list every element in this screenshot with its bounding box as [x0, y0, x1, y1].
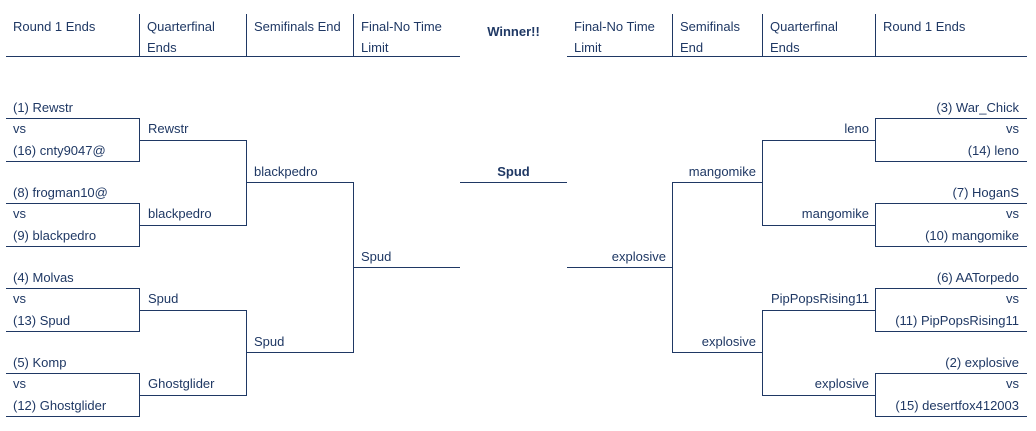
right-qf-1: leno: [844, 121, 869, 136]
bracket-line: [139, 225, 246, 226]
bracket-line: [139, 140, 246, 141]
bracket-line: [246, 182, 353, 183]
right-r1-m2-bottom: (10) mangomike: [925, 228, 1019, 243]
right-sf-1: mangomike: [688, 164, 756, 179]
right-final: explosive: [611, 249, 666, 264]
left-r1-m4-bottom: (12) Ghostglider: [13, 398, 107, 413]
bracket-line: [246, 310, 247, 396]
bracket-line: [875, 373, 876, 417]
bracket-line: [875, 161, 1027, 162]
bracket-line: [762, 140, 763, 226]
left-r1-m3-vs: vs: [13, 291, 26, 306]
bracket-line: [353, 267, 460, 268]
bracket-line: [762, 140, 875, 141]
header-winner: Winner!!: [487, 24, 540, 39]
left-qf-4: Ghostglider: [148, 376, 215, 391]
bracket-line: [139, 310, 246, 311]
right-r1-m2-top: (7) HoganS: [952, 185, 1019, 200]
left-r1-m1-bottom: (16) cnty9047@: [13, 143, 106, 158]
header-quarterfinal-right: Quarterfinal Ends: [762, 14, 875, 57]
header-quarterfinal-left: Quarterfinal Ends: [139, 14, 246, 57]
header-final-left: Final-No Time Limit: [353, 14, 460, 57]
left-r1-m4-top: (5) Komp: [13, 355, 67, 370]
bracket-line: [762, 395, 875, 396]
right-r1-m3-vs: vs: [1006, 291, 1019, 306]
header-semifinal-right: Semifinals End: [672, 14, 762, 57]
bracket-line: [246, 140, 247, 226]
header-round1-right: Round 1 Ends: [875, 14, 1027, 57]
right-r1-m4-vs: vs: [1006, 376, 1019, 391]
bracket-line: [875, 288, 1027, 289]
bracket-line: [875, 203, 876, 247]
bracket-line: [6, 203, 139, 204]
left-r1-m2-bottom: (9) blackpedro: [13, 228, 97, 243]
bracket-line: [246, 352, 353, 353]
header-round1-left: Round 1 Ends: [6, 14, 139, 57]
bracket-line: [875, 246, 1027, 247]
right-r1-m1-top: (3) War_Chick: [936, 100, 1019, 115]
left-sf-2: Spud: [254, 334, 285, 349]
right-r1-m2-vs: vs: [1006, 206, 1019, 221]
bracket-line: [6, 331, 139, 332]
header-final-right: Final-No Time Limit: [567, 14, 672, 57]
left-r1-m1-vs: vs: [13, 121, 26, 136]
right-qf-2: mangomike: [801, 206, 869, 221]
left-qf-2: blackpedro: [148, 206, 212, 221]
bracket-line: [762, 225, 875, 226]
bracket-line: [567, 267, 672, 268]
left-final: Spud: [361, 249, 392, 264]
bracket-line: [875, 118, 876, 162]
bracket-line: [460, 182, 567, 183]
right-r1-m1-vs: vs: [1006, 121, 1019, 136]
bracket-line: [672, 182, 762, 183]
left-r1-m3-bottom: (13) Spud: [13, 313, 71, 328]
winner-name: Spud: [497, 164, 530, 179]
right-r1-m3-top: (6) AATorpedo: [936, 270, 1019, 285]
right-r1-m4-bottom: (15) desertfox412003: [895, 398, 1019, 413]
bracket-line: [875, 288, 876, 332]
left-r1-m1-top: (1) Rewstr: [13, 100, 73, 115]
right-sf-2: explosive: [701, 334, 756, 349]
bracket-line: [875, 118, 1027, 119]
left-sf-1: blackpedro: [254, 164, 318, 179]
header-semifinal-left: Semifinals End: [246, 14, 353, 57]
right-r1-m3-bottom: (11) PipPopsRising11: [895, 313, 1019, 328]
right-r1-m1-bottom: (14) leno: [967, 143, 1019, 158]
bracket-line: [6, 246, 139, 247]
bracket-line: [875, 203, 1027, 204]
bracket-line: [875, 373, 1027, 374]
left-r1-m2-vs: vs: [13, 206, 26, 221]
bracket-line: [6, 416, 139, 417]
left-r1-m2-top: (8) frogman10@: [13, 185, 108, 200]
right-qf-3: PipPopsRising11: [770, 291, 869, 306]
bracket-line: [762, 310, 763, 396]
bracket-line: [6, 373, 139, 374]
left-qf-1: Rewstr: [148, 121, 189, 136]
bracket-line: [672, 352, 762, 353]
right-r1-m4-top: (2) explosive: [945, 355, 1019, 370]
left-r1-m4-vs: vs: [13, 376, 26, 391]
left-qf-3: Spud: [148, 291, 179, 306]
bracket-line: [875, 416, 1027, 417]
bracket-line: [6, 161, 139, 162]
bracket-line: [672, 182, 673, 353]
left-r1-m3-top: (4) Molvas: [13, 270, 74, 285]
right-qf-4: explosive: [814, 376, 869, 391]
bracket-line: [875, 331, 1027, 332]
bracket-line: [6, 288, 139, 289]
bracket-line: [6, 118, 139, 119]
bracket-line: [139, 395, 246, 396]
bracket-line: [762, 310, 875, 311]
